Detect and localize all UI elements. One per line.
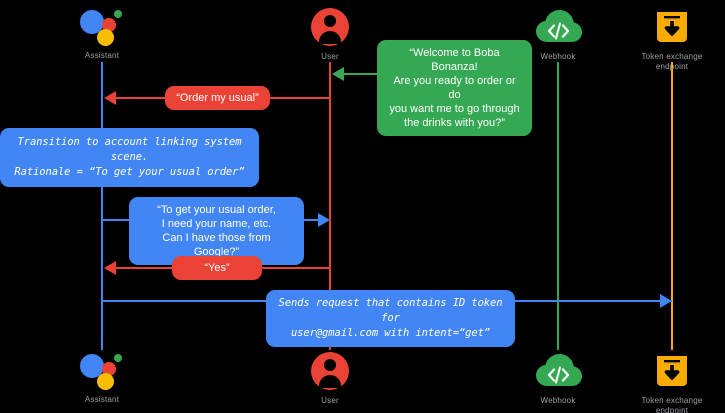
cloud-code-icon <box>493 5 623 49</box>
message-4-arrowhead <box>318 213 330 227</box>
message-6-arrowhead <box>660 294 672 308</box>
google-assistant-logo-icon <box>37 348 167 392</box>
message-1-arrowhead <box>332 67 344 81</box>
lifeline-token-exchange-endpoint <box>671 62 673 350</box>
message-bubble-need-your-name: “To get your usual order, I need your na… <box>129 197 304 265</box>
actor-assistant-top[interactable]: Assistant <box>37 4 167 61</box>
actor-label-token-endpoint-bottom: Token exchange endpoint <box>641 396 703 413</box>
actor-token-endpoint-bottom[interactable]: Token exchange endpoint <box>607 349 725 413</box>
actor-label-assistant-top: Assistant <box>84 51 120 60</box>
actor-label-webhook-bottom: Webhook <box>540 396 576 405</box>
note-sends-request-id-token: Sends request that contains ID token for… <box>266 290 515 347</box>
google-assistant-logo-icon <box>37 4 167 48</box>
message-bubble-welcome: “Welcome to Boba Bonanza! Are you ready … <box>377 40 532 136</box>
actor-label-webhook-top: Webhook <box>540 52 576 61</box>
actor-label-user-top: User <box>321 52 339 61</box>
actor-label-assistant-bottom: Assistant <box>84 395 120 404</box>
actor-label-user-bottom: User <box>321 396 339 405</box>
user-avatar-icon <box>265 349 395 393</box>
message-bubble-yes: “Yes” <box>172 256 262 280</box>
actor-webhook-bottom[interactable]: Webhook <box>493 349 623 406</box>
note-transition-account-linking: Transition to account linking system sce… <box>0 128 259 187</box>
lifeline-webhook <box>557 62 559 350</box>
user-avatar-icon <box>265 5 395 49</box>
download-box-icon <box>607 349 725 393</box>
actor-user-bottom[interactable]: User <box>265 349 395 406</box>
cloud-code-icon <box>493 349 623 393</box>
message-5-arrowhead <box>104 261 116 275</box>
download-box-icon <box>607 5 725 49</box>
lifeline-user <box>329 62 331 350</box>
actor-webhook-top[interactable]: Webhook <box>493 5 623 62</box>
actor-label-token-endpoint-top: Token exchange endpoint <box>641 52 703 71</box>
message-2-arrowhead <box>104 91 116 105</box>
lifeline-assistant <box>101 62 103 350</box>
actor-token-endpoint-top[interactable]: Token exchange endpoint <box>607 5 725 72</box>
message-bubble-order-my-usual: “Order my usual” <box>165 86 270 110</box>
actor-user-top[interactable]: User <box>265 5 395 62</box>
actor-assistant-bottom[interactable]: Assistant <box>37 348 167 405</box>
